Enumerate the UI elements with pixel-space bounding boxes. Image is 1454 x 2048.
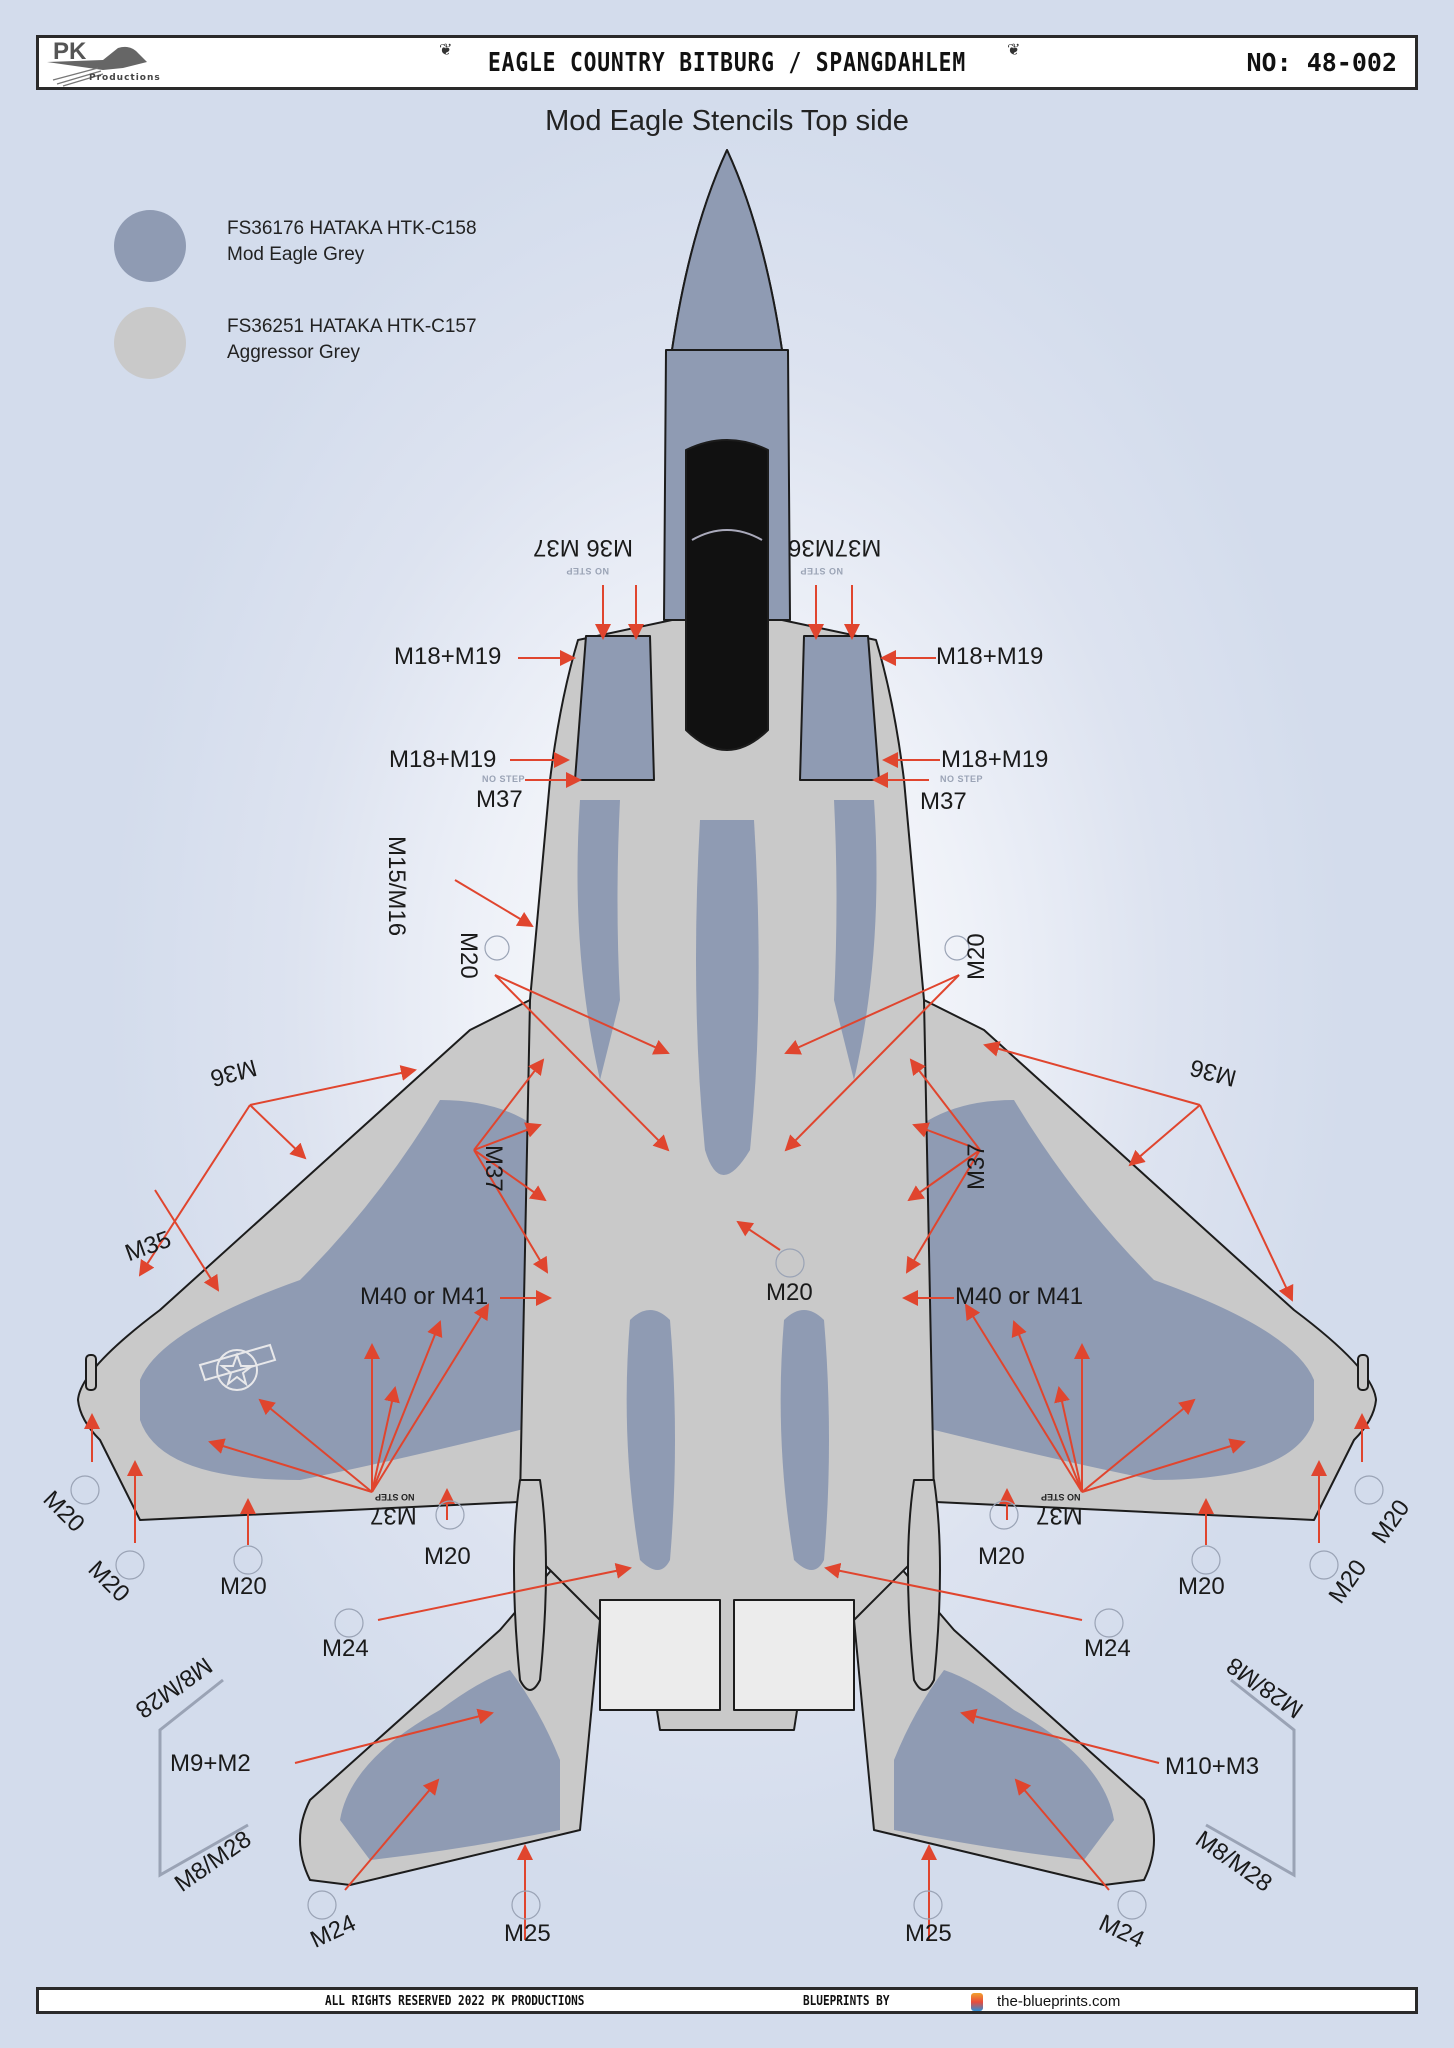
right-body-camo: [834, 800, 877, 1080]
right-stabilizer-camo: [894, 1670, 1114, 1860]
callout-m37-m36-right: M37M36: [788, 534, 882, 561]
radome: [671, 149, 783, 351]
callout-m25: M25: [905, 1920, 952, 1947]
left-stabilizer-camo: [340, 1670, 560, 1860]
legend-item-aggressor-grey: FS36251 HATAKA HTK-C157 Aggressor Grey: [227, 314, 477, 366]
blueprints-link[interactable]: the-blueprints.com: [997, 1993, 1121, 2010]
callout-m18-m19: M18+M19: [394, 643, 502, 670]
header-title: EAGLE COUNTRY BITBURG / SPANGDAHLEM: [488, 48, 966, 78]
right-intake: [799, 635, 880, 781]
left-wingtip-light: [85, 1354, 97, 1391]
callout-m40-m41: M40 or M41: [360, 1283, 489, 1310]
footer-bar: ALL RIGHTS RESERVED 2022 PK PRODUCTIONS …: [36, 1987, 1418, 2014]
legend-code: FS36176 HATAKA HTK-C158: [227, 218, 477, 239]
no-step-stencil: NO STEP: [940, 774, 984, 784]
no-step-stencil: NO STEP: [375, 1492, 415, 1502]
legend-code: FS36251 HATAKA HTK-C157: [227, 316, 477, 337]
callout-m10-m3: M10+M3: [1165, 1753, 1260, 1780]
left-nozzle: [599, 1599, 721, 1711]
callout-m24: M24: [322, 1635, 369, 1662]
callout-m25: M25: [504, 1920, 551, 1947]
callout-m37: M37: [480, 1145, 507, 1192]
legend-name: Aggressor Grey: [227, 342, 361, 363]
no-step-stencil: NO STEP: [482, 774, 526, 784]
blueprints-label: BLUEPRINTS BY: [803, 1994, 890, 2009]
callout-m37: M37: [370, 1502, 417, 1529]
canopy: [685, 439, 769, 751]
callout-m18-m19: M18+M19: [941, 746, 1049, 773]
callout-m20: M20: [978, 1543, 1025, 1570]
left-body-camo: [577, 800, 620, 1080]
eagle-wing-right-icon: ❦: [1007, 40, 1021, 59]
callout-m24: M24: [1084, 1635, 1131, 1662]
blueprints-logo-icon: [971, 1993, 983, 2011]
national-insignia-icon: [198, 1343, 277, 1391]
legend-item-mod-eagle-grey: FS36176 HATAKA HTK-C158 Mod Eagle Grey: [227, 216, 477, 268]
no-step-stencil: NO STEP: [566, 566, 610, 576]
callout-m20: M20: [1178, 1573, 1225, 1600]
sheet-number: NO: 48-002: [1246, 48, 1397, 77]
page-title: Mod Eagle Stencils Top side: [545, 105, 909, 137]
logo-text: PK: [53, 38, 87, 65]
callout-m18-m19: M18+M19: [389, 746, 497, 773]
callout-m37: M37: [963, 1143, 990, 1190]
callout-m37: M37: [476, 786, 523, 813]
jet-silhouette-icon: [47, 46, 147, 87]
left-engine-camo: [626, 1310, 675, 1570]
swatch-mod-eagle-grey: [114, 210, 186, 282]
left-wing-camo: [140, 1100, 560, 1480]
walkway-brackets: [158, 1678, 1296, 1878]
callout-m20: M20: [220, 1573, 267, 1600]
callout-m18-m19: M18+M19: [936, 643, 1044, 670]
callout-m37: M37: [1036, 1502, 1083, 1529]
callout-m20: M20: [424, 1543, 471, 1570]
callout-m15-m16: M15/M16: [383, 836, 410, 937]
no-step-stencil: NO STEP: [800, 566, 844, 576]
right-vertical-tail: [907, 1479, 941, 1691]
stencil-hex-clusters: [70, 935, 1384, 1920]
callout-m20: M20: [455, 932, 482, 979]
callout-m40-m41: M40 or M41: [955, 1283, 1084, 1310]
legend-name: Mod Eagle Grey: [227, 244, 365, 265]
callout-m20: M20: [766, 1279, 813, 1306]
left-intake: [574, 635, 655, 781]
no-step-stencil: NO STEP: [1041, 1492, 1081, 1502]
callout-m36-m37-left: M36 M37: [533, 534, 634, 561]
copyright-text: ALL RIGHTS RESERVED 2022 PK PRODUCTIONS: [325, 1994, 585, 2009]
right-wing-camo: [894, 1100, 1314, 1480]
callout-m37: M37: [920, 788, 967, 815]
swatch-aggressor-grey: [114, 307, 186, 379]
left-vertical-tail: [513, 1479, 547, 1691]
spine-camo: [696, 820, 759, 1175]
right-nozzle: [733, 1599, 855, 1711]
header-bar: PK Productions ❦ EAGLE COUNTRY BITBURG /…: [36, 35, 1418, 90]
eagle-wing-left-icon: ❦: [439, 40, 453, 59]
right-engine-camo: [780, 1310, 829, 1570]
right-wingtip-light: [1357, 1354, 1369, 1391]
callout-m9-m2: M9+M2: [170, 1750, 251, 1777]
logo-subtitle: Productions: [89, 73, 161, 83]
callout-m20: M20: [963, 933, 990, 980]
pk-productions-logo: PK Productions: [43, 38, 168, 88]
callout-arrows: [84, 585, 1370, 1940]
